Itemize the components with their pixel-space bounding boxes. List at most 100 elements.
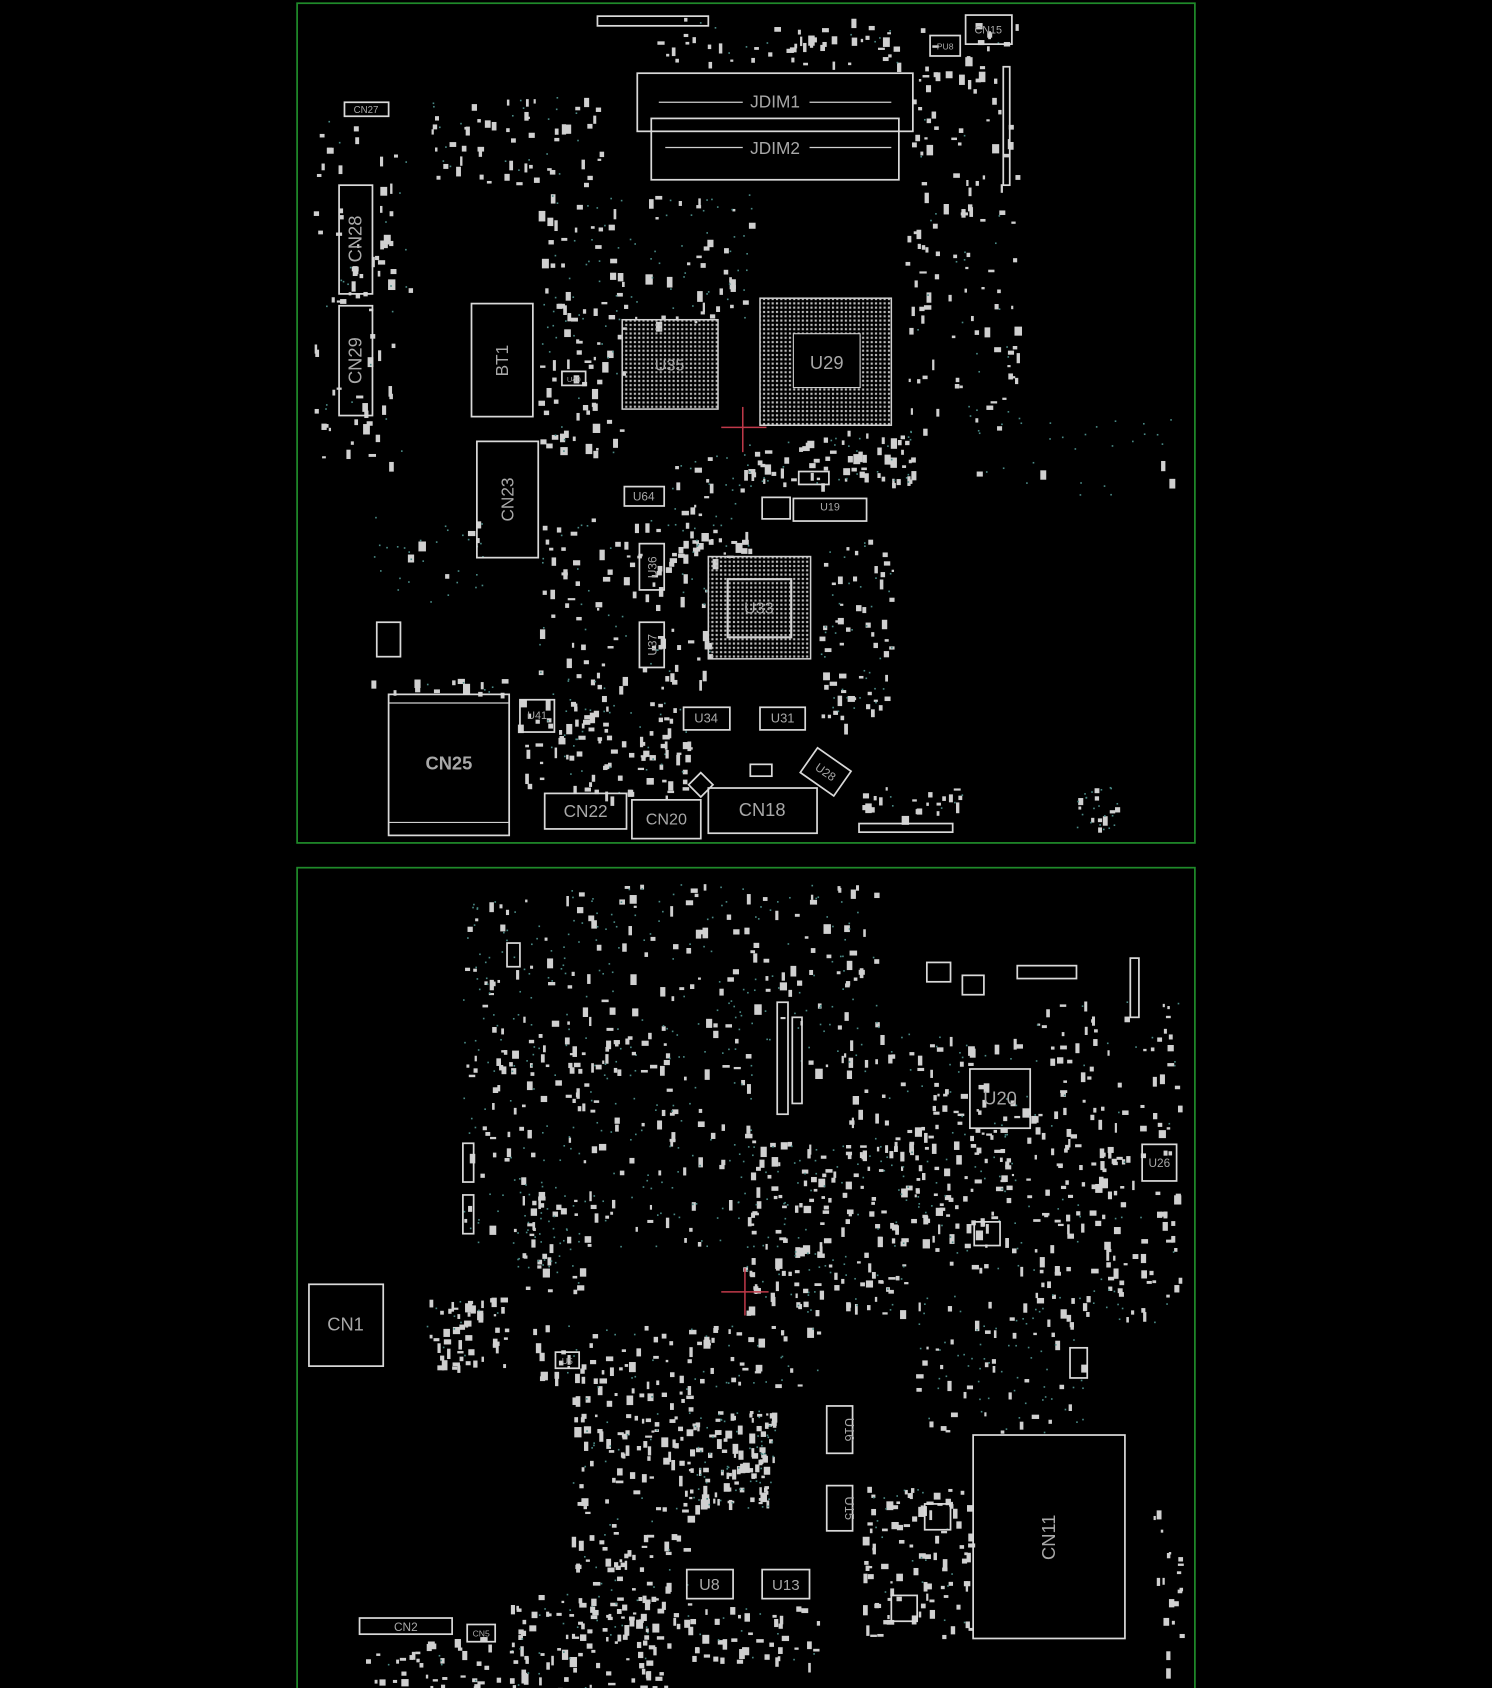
- smd-pad: [984, 1412, 987, 1417]
- part-cn1[interactable]: CN1: [308, 1283, 385, 1367]
- via: [711, 198, 713, 201]
- part-small-ic[interactable]: [1069, 1346, 1089, 1379]
- part-u31[interactable]: U31: [759, 706, 807, 731]
- part-cn18[interactable]: CN18: [707, 787, 818, 835]
- smd-pad: [571, 971, 575, 976]
- smd-pad: [445, 574, 450, 579]
- part-u37[interactable]: U37: [638, 621, 666, 669]
- part-u36[interactable]: U36: [638, 542, 666, 591]
- part-small-ic[interactable]: [761, 496, 791, 520]
- via: [531, 1064, 533, 1067]
- part-u64[interactable]: U64: [623, 485, 666, 507]
- smd-pad: [457, 1365, 461, 1373]
- connector-right-edge[interactable]: [1002, 65, 1011, 187]
- part-cn5[interactable]: CN5: [466, 1623, 497, 1643]
- smd-pad: [682, 779, 688, 785]
- via: [879, 37, 881, 39]
- via: [725, 901, 728, 903]
- part-u41[interactable]: U41: [519, 698, 556, 733]
- via: [947, 1585, 949, 1587]
- part-small-ic[interactable]: [890, 1594, 919, 1623]
- via: [772, 1455, 774, 1458]
- svg-text:U36: U36: [646, 556, 660, 578]
- part-small-ic[interactable]: [961, 974, 985, 996]
- part-u26[interactable]: U26: [1141, 1143, 1178, 1182]
- smd-pad: [683, 1167, 687, 1176]
- via: [1054, 1344, 1057, 1346]
- via: [671, 1186, 674, 1189]
- smd-pad: [997, 289, 1001, 294]
- part-u8[interactable]: U8: [685, 1568, 734, 1600]
- smd-pad: [929, 1510, 933, 1521]
- smd-pad: [647, 1393, 654, 1402]
- part-small-ic[interactable]: [462, 1142, 475, 1183]
- connector-vertical[interactable]: [776, 1001, 789, 1116]
- part-u13[interactable]: U13: [761, 1568, 811, 1600]
- part-cn20[interactable]: CN20: [631, 799, 702, 840]
- part-small-ic[interactable]: [973, 1221, 1001, 1247]
- part-pu8[interactable]: PU8: [929, 34, 962, 57]
- part-small-ic[interactable]: [1016, 964, 1078, 980]
- part-small-ic[interactable]: [797, 470, 830, 486]
- smd-pad: [539, 1677, 542, 1686]
- via: [1084, 433, 1087, 436]
- smd-pad: [1104, 1241, 1111, 1250]
- part-bt1[interactable]: BT1: [470, 302, 534, 418]
- part-cn22[interactable]: CN22: [543, 792, 628, 830]
- via: [543, 1259, 546, 1261]
- smd-pad: [617, 334, 622, 340]
- via: [672, 1104, 675, 1107]
- part-u29[interactable]: U29: [759, 297, 893, 426]
- part-u33[interactable]: U33: [707, 555, 812, 660]
- part-cn23[interactable]: CN23: [476, 440, 540, 559]
- part-u5[interactable]: U5: [554, 1351, 581, 1370]
- smd-pad: [571, 1636, 580, 1639]
- via: [519, 1191, 522, 1194]
- smd-pad: [877, 1633, 884, 1637]
- smd-pad: [409, 1655, 414, 1660]
- part-u15[interactable]: U15: [825, 1484, 857, 1532]
- part-small-ic[interactable]: [923, 1503, 952, 1531]
- part-small-ic[interactable]: [506, 942, 521, 968]
- smd-pad: [641, 1474, 647, 1483]
- part-cn11[interactable]: CN11: [972, 1434, 1126, 1640]
- part-cn15[interactable]: CN15: [964, 14, 1013, 45]
- smd-pad: [633, 905, 637, 908]
- part-u20[interactable]: U20: [969, 1068, 1032, 1130]
- part-cn28[interactable]: CN28: [338, 184, 374, 295]
- board-bottom-side[interactable]: U20 U26 CN1 U5 CN11 U16 U15 U8 U13 CN2 C…: [296, 866, 1196, 1688]
- smd-pad: [425, 1674, 429, 1679]
- via: [570, 773, 572, 775]
- via: [595, 939, 598, 941]
- connector-bottom-edge[interactable]: [858, 822, 954, 834]
- part-u35[interactable]: U35: [621, 318, 719, 410]
- part-jdim2[interactable]: JDIM2: [650, 117, 900, 181]
- part-u40[interactable]: U40: [561, 370, 587, 387]
- smd-pad: [567, 1366, 570, 1369]
- part-u19[interactable]: U19: [792, 497, 868, 522]
- part-small-ic[interactable]: [462, 1194, 475, 1235]
- part-cn2[interactable]: CN2: [358, 1617, 453, 1636]
- part-diamond[interactable]: [687, 771, 715, 799]
- part-u34[interactable]: U34: [682, 706, 731, 731]
- connector-top-edge[interactable]: [596, 15, 710, 27]
- board-top-side[interactable]: CN15 PU8 JDIM1 JDIM2 CN27 CN28 CN29 BT1 …: [296, 2, 1196, 844]
- smd-pad: [821, 714, 826, 719]
- connector-vertical[interactable]: [1129, 957, 1140, 1019]
- connector-vertical[interactable]: [791, 1016, 803, 1105]
- part-cn25[interactable]: CN25: [387, 693, 511, 837]
- smd-pad: [627, 1036, 633, 1040]
- via: [1026, 1095, 1028, 1098]
- part-cn27[interactable]: CN27: [343, 101, 390, 118]
- smd-pad: [674, 1443, 679, 1449]
- smd-pad: [1079, 1165, 1083, 1171]
- part-small-ic[interactable]: [749, 763, 773, 778]
- part-u16[interactable]: U16: [825, 1405, 857, 1455]
- part-small-connector[interactable]: [375, 621, 402, 658]
- smd-pad: [901, 1166, 904, 1171]
- part-small-ic[interactable]: [925, 961, 952, 983]
- part-jdim1[interactable]: JDIM1: [636, 72, 914, 133]
- smd-pad: [691, 1202, 696, 1211]
- part-cn29[interactable]: CN29: [338, 304, 374, 417]
